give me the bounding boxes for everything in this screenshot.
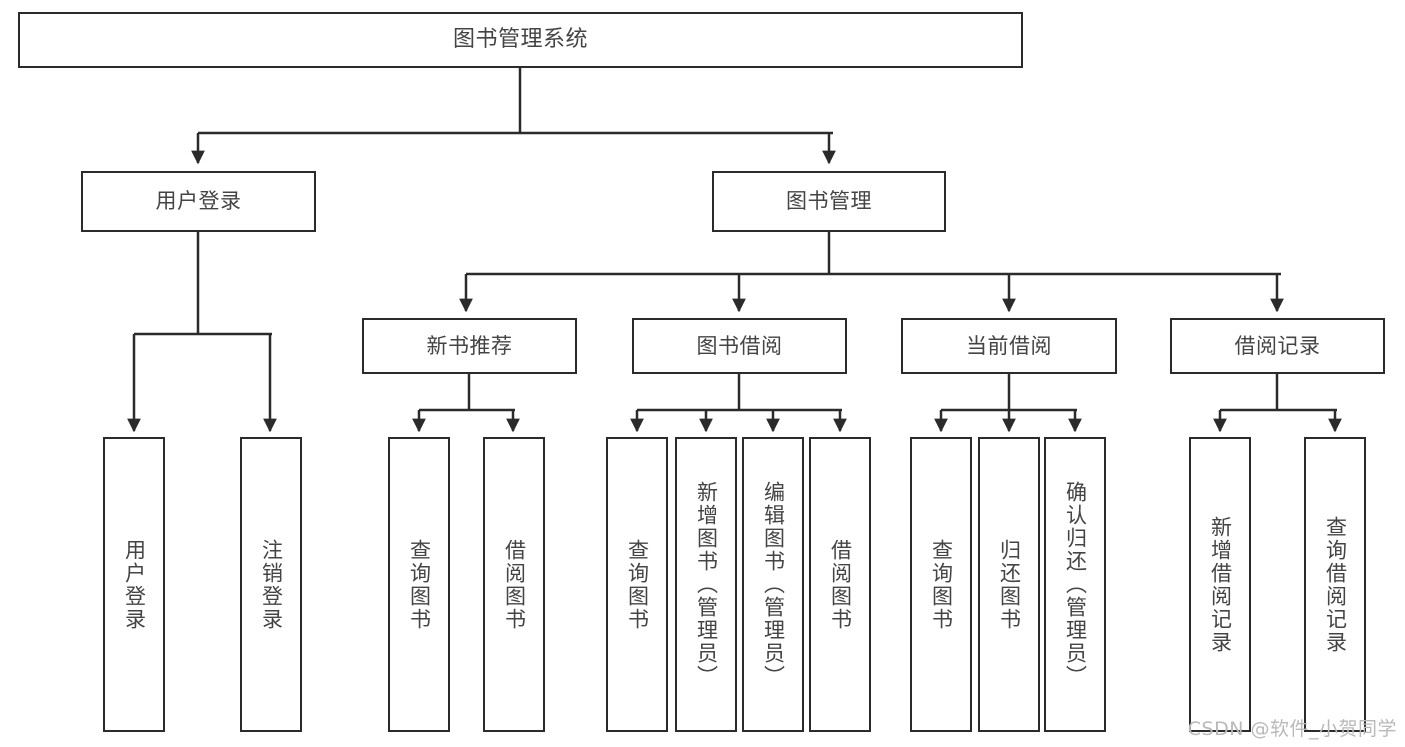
node-label: 查询借阅记录 [1323,515,1348,654]
leaf-current-confirm-return-admin[interactable]: 确认归还（管理员） [1044,437,1106,732]
node-book-borrow[interactable]: 图书借阅 [632,318,847,374]
node-label: 新增借阅记录 [1208,515,1233,654]
node-label: 查询图书 [929,538,954,631]
leaf-user-login[interactable]: 用户登录 [103,437,165,732]
node-user-login[interactable]: 用户登录 [81,171,316,232]
node-borrow-record[interactable]: 借阅记录 [1170,318,1385,374]
node-label: 编辑图书（管理员） [761,481,786,688]
node-label: 查询图书 [625,538,650,631]
leaf-new-book-query[interactable]: 查询图书 [388,437,450,732]
node-label: 归还图书 [997,538,1022,631]
leaf-current-query-book[interactable]: 查询图书 [910,437,972,732]
watermark-text: CSDN @软件_小贺同学 [1187,718,1397,740]
leaf-borrow-query-book[interactable]: 查询图书 [606,437,668,732]
leaf-borrow-borrow-book[interactable]: 借阅图书 [809,437,871,732]
leaf-record-query[interactable]: 查询借阅记录 [1304,437,1366,732]
node-label: 新增图书（管理员） [694,481,719,688]
node-label: 用户登录 [122,538,147,631]
leaf-borrow-edit-book-admin[interactable]: 编辑图书（管理员） [742,437,804,732]
node-current-borrow[interactable]: 当前借阅 [901,318,1117,374]
leaf-borrow-add-book-admin[interactable]: 新增图书（管理员） [675,437,737,732]
node-label: 新书推荐 [426,333,513,358]
node-label: 查询图书 [407,538,432,631]
node-label: 用户登录 [155,189,242,214]
node-label: 图书管理 [786,189,872,214]
node-label: 借阅记录 [1234,333,1321,358]
node-root-system[interactable]: 图书管理系统 [18,12,1023,68]
node-book-management[interactable]: 图书管理 [712,171,946,232]
leaf-record-add[interactable]: 新增借阅记录 [1189,437,1251,732]
node-label: 图书借阅 [696,333,783,358]
node-label: 图书管理系统 [452,27,588,53]
node-label: 确认归还（管理员） [1063,481,1088,688]
node-label: 注销登录 [259,538,284,631]
node-label: 借阅图书 [502,538,527,631]
node-label: 借阅图书 [828,538,853,631]
leaf-current-return-book[interactable]: 归还图书 [978,437,1040,732]
node-new-book-recommend[interactable]: 新书推荐 [362,318,577,374]
node-label: 当前借阅 [966,333,1052,358]
leaf-new-book-borrow[interactable]: 借阅图书 [483,437,545,732]
leaf-user-logout[interactable]: 注销登录 [240,437,302,732]
